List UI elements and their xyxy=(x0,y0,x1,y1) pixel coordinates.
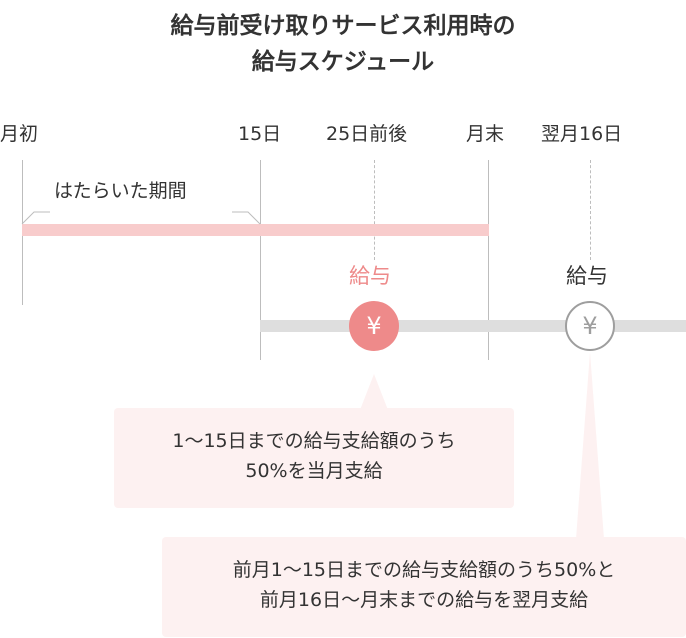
payment-label-current: 給与 xyxy=(349,264,391,288)
label-month-start: 月初 xyxy=(0,123,39,145)
callout-current-month: 1〜15日までの給与支給額のうち 50%を当月支給 xyxy=(114,408,514,508)
yen-icon: ¥ xyxy=(349,301,399,351)
work-period-bracket-left xyxy=(21,211,50,225)
callout-current-pointer xyxy=(360,374,388,410)
callout-next-pointer xyxy=(576,352,604,539)
work-period-label: はたらいた期間 xyxy=(54,180,187,202)
callout-next-month: 前月1〜15日までの給与支給額のうち50%と 前月16日〜月末までの給与を翌月支… xyxy=(162,537,686,637)
callout-next-line-1: 前月1〜15日までの給与支給額のうち50%と xyxy=(232,559,616,581)
payment-period-bar xyxy=(260,320,686,332)
work-period-bar xyxy=(22,224,489,236)
callout-current-line-2: 50%を当月支給 xyxy=(245,460,383,482)
title-line-1: 給与前受け取りサービス利用時の xyxy=(170,13,516,39)
label-next-month-16: 翌月16日 xyxy=(541,123,623,145)
marker-line-day-15 xyxy=(260,160,261,360)
label-month-end: 月末 xyxy=(466,123,505,145)
label-day-15: 15日 xyxy=(238,123,282,145)
payment-label-next: 給与 xyxy=(566,264,608,288)
diagram-title: 給与前受け取りサービス利用時の 給与スケジュール xyxy=(0,8,686,80)
callout-next-line-2: 前月16日〜月末までの給与を翌月支給 xyxy=(259,589,589,611)
marker-dash-next-month-16 xyxy=(590,160,591,260)
title-line-2: 給与スケジュール xyxy=(251,49,435,75)
callout-current-line-1: 1〜15日までの給与支給額のうち xyxy=(172,430,456,452)
work-period-bracket-right xyxy=(232,211,261,225)
marker-line-month-end xyxy=(488,160,489,360)
label-around-25: 25日前後 xyxy=(326,123,408,145)
yen-icon: ¥ xyxy=(565,301,615,351)
marker-dash-around-25 xyxy=(374,160,375,260)
